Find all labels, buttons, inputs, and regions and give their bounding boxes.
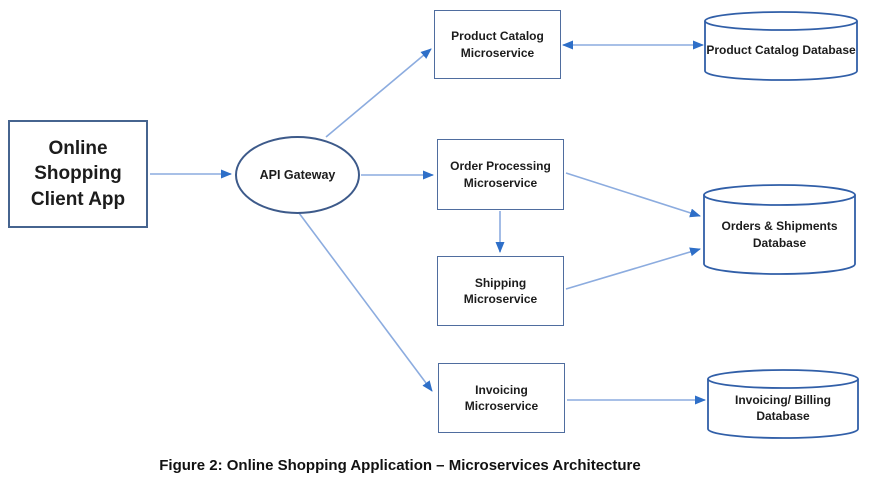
cylinder-invoicing-billing-db <box>707 369 859 439</box>
node-shipping-microservice: Shipping Microservice <box>437 256 564 326</box>
node-label: Order Processing Microservice <box>450 159 551 190</box>
node-invoicing-billing-database: Invoicing/ Billing Database <box>708 370 858 438</box>
cylinder-orders-shipments-db <box>703 184 856 275</box>
edge-order-processing-to-orders-db <box>565 172 701 218</box>
node-label: Invoicing Microservice <box>464 382 539 413</box>
node-label: Product Catalog Microservice <box>451 29 544 60</box>
node-label: Invoicing/ Billing Database <box>735 392 831 423</box>
node-api-gateway: API Gateway <box>235 136 360 214</box>
node-label: Orders & Shipments Database <box>721 219 838 250</box>
node-label: Shipping Microservice <box>463 275 538 306</box>
node-label: Online Shopping Client App <box>30 138 126 210</box>
edge-gateway-to-product-catalog <box>325 48 432 138</box>
node-product-catalog-microservice: Product Catalog Microservice <box>434 10 561 79</box>
cylinder-product-catalog-db <box>704 11 858 81</box>
figure-caption: Figure 2: Online Shopping Application – … <box>159 457 641 474</box>
node-label: API Gateway <box>259 168 336 182</box>
node-invoicing-microservice: Invoicing Microservice <box>438 363 565 433</box>
node-product-catalog-database: Product Catalog Database <box>705 12 857 80</box>
node-online-shopping-client-app: Online Shopping Client App <box>8 120 148 228</box>
edge-shipping-to-orders-db <box>565 247 701 290</box>
node-order-processing-microservice: Order Processing Microservice <box>437 139 564 210</box>
node-orders-shipments-database: Orders & Shipments Database <box>704 185 855 274</box>
node-label: Product Catalog Database <box>706 42 856 57</box>
edge-gateway-to-invoicing <box>298 212 433 392</box>
